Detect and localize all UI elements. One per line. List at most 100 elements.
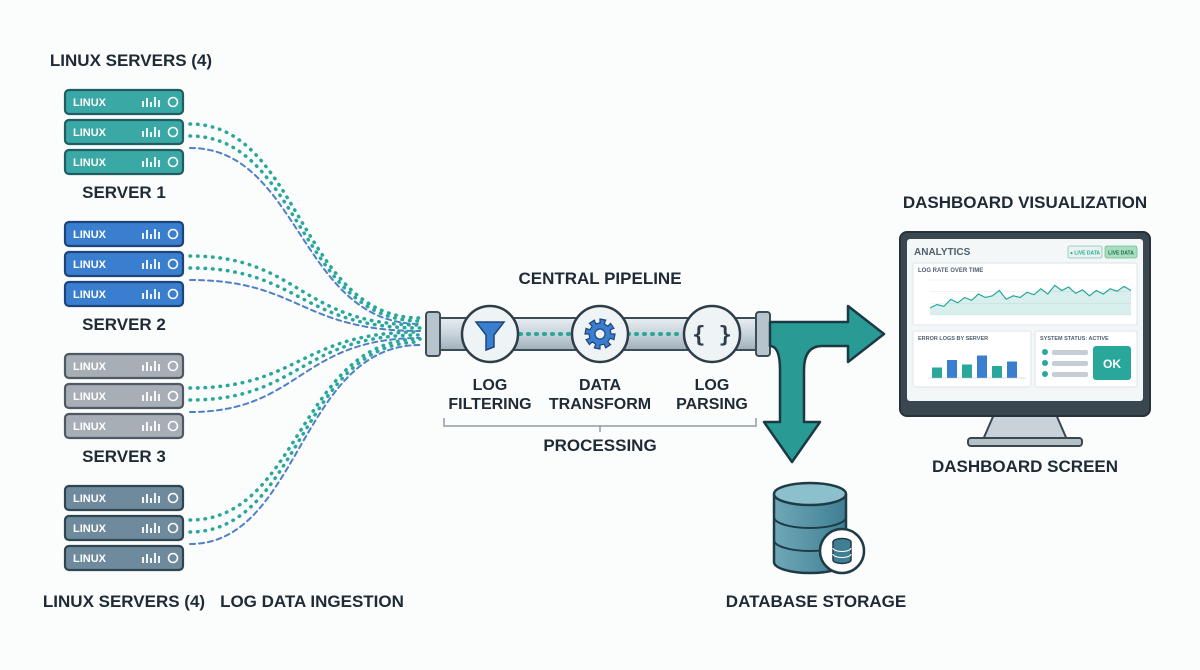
ok-button	[1093, 346, 1131, 380]
stage3-line1: LOG	[695, 377, 730, 394]
analytics-header: ANALYTICS	[914, 247, 971, 258]
server-name: SERVER 1	[82, 183, 166, 202]
ingestion-line	[188, 330, 422, 390]
server-stack-2: LINUX LINUX LINUX SERVER 2	[63, 220, 185, 334]
server-unit: LINUX	[63, 484, 185, 512]
ingestion-line	[189, 279, 421, 332]
unit-label: LINUX	[73, 157, 107, 169]
server-unit: LINUX	[63, 514, 185, 542]
status-rows	[1042, 349, 1088, 377]
stage2-line1: DATA	[579, 377, 622, 394]
line-chart-title: LOG RATE OVER TIME	[918, 268, 983, 274]
live-badge-1	[1067, 245, 1103, 259]
power-led-icon	[167, 96, 179, 108]
server-unit: LINUX	[63, 148, 185, 176]
server-unit: LINUX	[63, 88, 185, 116]
braces-icon: { }	[692, 323, 732, 348]
gear-icon	[584, 318, 616, 350]
power-led-icon	[167, 552, 179, 564]
funnel-icon	[474, 321, 506, 352]
unit-label: LINUX	[73, 421, 107, 433]
output-arrows	[762, 304, 886, 464]
power-led-icon	[167, 390, 179, 402]
server-stack-3: LINUX LINUX LINUX SERVER 3	[63, 352, 185, 466]
processing-bracket	[443, 418, 757, 427]
dashboard-heading: DASHBOARD VISUALIZATION	[903, 193, 1147, 212]
log-rate-chart	[929, 279, 1132, 316]
server-name: SERVER 2	[82, 315, 166, 334]
mini-bar	[932, 367, 942, 378]
servers-heading-top: LINUX SERVERS (4)	[50, 51, 212, 70]
server-unit: LINUX	[63, 544, 185, 572]
mini-bar	[1007, 361, 1017, 378]
ingestion-line	[189, 147, 421, 325]
unit-label: LINUX	[73, 523, 107, 535]
server-stack-1: LINUX LINUX LINUX SERVER 1	[63, 88, 185, 202]
dashboard-screen-label: DASHBOARD SCREEN	[932, 457, 1118, 476]
server-unit: LINUX	[63, 118, 185, 146]
ingestion-line	[189, 337, 421, 413]
ingestion-label: LOG DATA INGESTION	[220, 592, 404, 611]
ingestion-line	[188, 254, 422, 327]
server-unit: LINUX	[63, 220, 185, 248]
unit-label: LINUX	[73, 361, 107, 373]
processing-label: PROCESSING	[543, 436, 656, 455]
ingestion-line	[188, 340, 422, 534]
unit-label: LINUX	[73, 289, 107, 301]
mini-bar	[977, 355, 987, 378]
server-stacks: LINUX LINUX LINUX SERVER 1 LINUX LINUX LINUX SE…	[63, 88, 185, 572]
server-unit: LINUX	[63, 250, 185, 278]
stage-log-filtering	[460, 304, 520, 364]
server-unit: LINUX	[63, 412, 185, 440]
database-icon	[772, 481, 866, 575]
unit-label: LINUX	[73, 493, 107, 505]
status-title: SYSTEM STATUS: ACTIVE	[1040, 336, 1109, 342]
mini-bar	[992, 366, 1002, 378]
stage2-line2: TRANSFORM	[549, 396, 651, 413]
server-unit: LINUX	[63, 352, 185, 380]
server-stack-4: LINUX LINUX LINUX	[63, 484, 185, 572]
live-badge-2	[1104, 245, 1138, 259]
unit-label: LINUX	[73, 259, 107, 271]
server-unit: LINUX	[63, 382, 185, 410]
unit-label: LINUX	[73, 229, 107, 241]
stage-data-transform	[570, 304, 630, 364]
ingestion-line	[188, 337, 422, 522]
dashboard-screen: ANALYTICS ● LIVE DATA LIVE DATA LOG RATE…	[912, 245, 1138, 388]
power-led-icon	[167, 420, 179, 432]
error-logs-chart	[928, 355, 1026, 379]
bar-chart-title: ERROR LOGS BY SERVER	[918, 336, 988, 342]
ok-button-text: OK	[1103, 357, 1121, 371]
pipeline-title: CENTRAL PIPELINE	[518, 269, 681, 288]
ingestion-line	[188, 134, 422, 323]
ingestion-line	[188, 122, 422, 320]
stage-log-parsing: { }	[682, 304, 742, 364]
ingestion-line	[188, 266, 422, 330]
power-led-icon	[167, 126, 179, 138]
power-led-icon	[167, 360, 179, 372]
power-led-icon	[167, 156, 179, 168]
server-unit: LINUX	[63, 280, 185, 308]
power-led-icon	[167, 258, 179, 270]
unit-label: LINUX	[73, 553, 107, 565]
power-led-icon	[167, 492, 179, 504]
live-badge-1-text: ● LIVE DATA	[1070, 251, 1100, 257]
power-led-icon	[167, 288, 179, 300]
mini-bar	[947, 360, 957, 378]
stage1-line1: LOG	[473, 377, 508, 394]
unit-label: LINUX	[73, 391, 107, 403]
live-badge-2-text: LIVE DATA	[1108, 251, 1134, 257]
ingestion-connections	[188, 122, 422, 545]
ingestion-line	[188, 333, 422, 402]
unit-label: LINUX	[73, 97, 107, 109]
stage-circle	[682, 304, 742, 364]
mini-bar	[962, 364, 972, 378]
power-led-icon	[167, 228, 179, 240]
power-led-icon	[167, 522, 179, 534]
server-name: SERVER 3	[82, 447, 166, 466]
stage1-line2: FILTERING	[448, 396, 531, 413]
unit-label: LINUX	[73, 127, 107, 139]
ingestion-line	[189, 344, 421, 545]
servers-heading-bottom: LINUX SERVERS (4)	[43, 592, 205, 611]
